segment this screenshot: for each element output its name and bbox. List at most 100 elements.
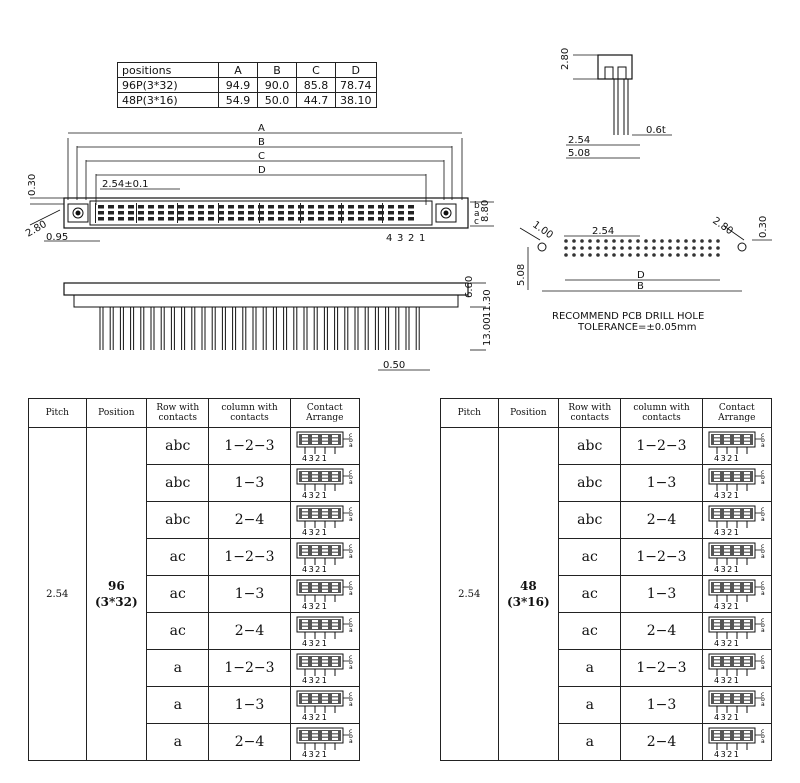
arrange-row-label: a [761,442,765,449]
section-dim-508-label: 5.08 [568,148,590,159]
header-arrange: Contact Arrange [289,398,361,428]
arrange-row-label: c [349,654,352,661]
arrange-row-label: a [761,627,765,634]
arrange-col-label: 4321 [302,676,328,684]
arrange-row-label: c [349,728,352,735]
arrange-row-label: c [349,543,352,550]
dim-c-label: C [258,151,265,162]
rows-cell: ac [558,575,622,613]
value-c: 44.7 [296,92,336,108]
header-position: Position [85,398,148,428]
columns-cell: 1−3 [620,575,703,613]
pcb-dim-280-label: 2.80 [710,215,735,237]
arrange-row-label: b [761,437,765,444]
columns-cell: 1−3 [620,686,703,724]
row-label: 48P(3*16) [117,92,219,108]
rows-cell: a [558,649,622,687]
pitch-cell: 2.54 [28,427,87,761]
side-view: 6.60 11.30 13.00 0.50 [63,276,493,371]
arrange-row-label: b [761,548,765,555]
arrange-row-label: b [349,622,353,629]
arrange-row-label: a [349,701,353,708]
header-b: B [257,62,297,78]
pcb-dim-b-label: B [637,281,644,292]
rows-cell: a [558,723,622,761]
position-cell: 96(3*32) [85,427,148,761]
arrange-col-label: 4321 [302,454,328,462]
pcb-dim-100-label: 1.00 [530,219,555,241]
top-view: A B C D 2.54±0.1 0.30 2.80 0.95 8.80 b a… [24,123,494,244]
rows-cell: ac [558,538,622,576]
pcb-dim-508-label: 5.08 [516,264,527,286]
arrange-col-label: 4321 [302,713,328,721]
rows-cell: abc [146,427,210,465]
pcb-dim-d-label: D [637,270,645,281]
value-d: 78.74 [335,77,377,93]
columns-cell: 2−4 [620,723,703,761]
rows-cell: abc [558,464,622,502]
arrange-col-label: 4321 [714,713,740,721]
arrange-col-label: 4321 [714,491,740,499]
columns-cell: 1−2−3 [208,649,291,687]
columns-cell: 1−2−3 [208,538,291,576]
arrange-row-label: b [761,474,765,481]
arrange-row-label: a [349,479,353,486]
position-config: (3*16) [506,595,550,609]
row-label-a: a [474,209,480,219]
dim-030-label: 0.30 [27,174,38,196]
rows-cell: a [146,686,210,724]
arrange-row-label: c [349,432,352,439]
row-label-c: c [474,217,479,227]
value-d: 38.10 [335,92,377,108]
arrange-col-label: 4321 [302,602,328,610]
arrange-row-label: a [349,553,353,560]
section-dim-06t-label: 0.6t [646,125,666,136]
arrange-row-label: a [761,664,765,671]
columns-cell: 1−3 [208,686,291,724]
col-label-3: 3 [397,233,403,244]
arrange-row-label: b [761,696,765,703]
columns-cell: 1−3 [208,464,291,502]
arrange-row-label: b [761,733,765,740]
columns-cell: 1−2−3 [620,538,703,576]
arrange-row-label: a [761,701,765,708]
columns-cell: 2−4 [208,723,291,761]
arrange-row-label: b [761,659,765,666]
rows-cell: abc [558,501,622,539]
pcb-note-line1: RECOMMEND PCB DRILL HOLE [552,311,704,322]
columns-cell: 1−2−3 [620,649,703,687]
arrange-row-label: c [761,506,764,513]
arrange-row-label: b [349,511,353,518]
pcb-dim-030-label: 0.30 [758,216,769,238]
pcb-note-line2: TOLERANCE=±0.05mm [577,322,697,333]
arrange-row-label: b [349,585,353,592]
arrange-row-label: c [349,469,352,476]
arrange-row-label: b [349,733,353,740]
header-positions: positions [117,62,219,78]
technical-drawing: A B C D 2.54±0.1 0.30 2.80 0.95 8.80 b a… [24,48,772,371]
arrange-row-label: c [761,617,764,624]
header-a: A [218,62,258,78]
arrange-row-label: a [349,516,353,523]
arrange-row-label: c [761,469,764,476]
arrange-row-label: a [349,738,353,745]
pcb-dim-254-label: 2.54 [592,226,614,237]
